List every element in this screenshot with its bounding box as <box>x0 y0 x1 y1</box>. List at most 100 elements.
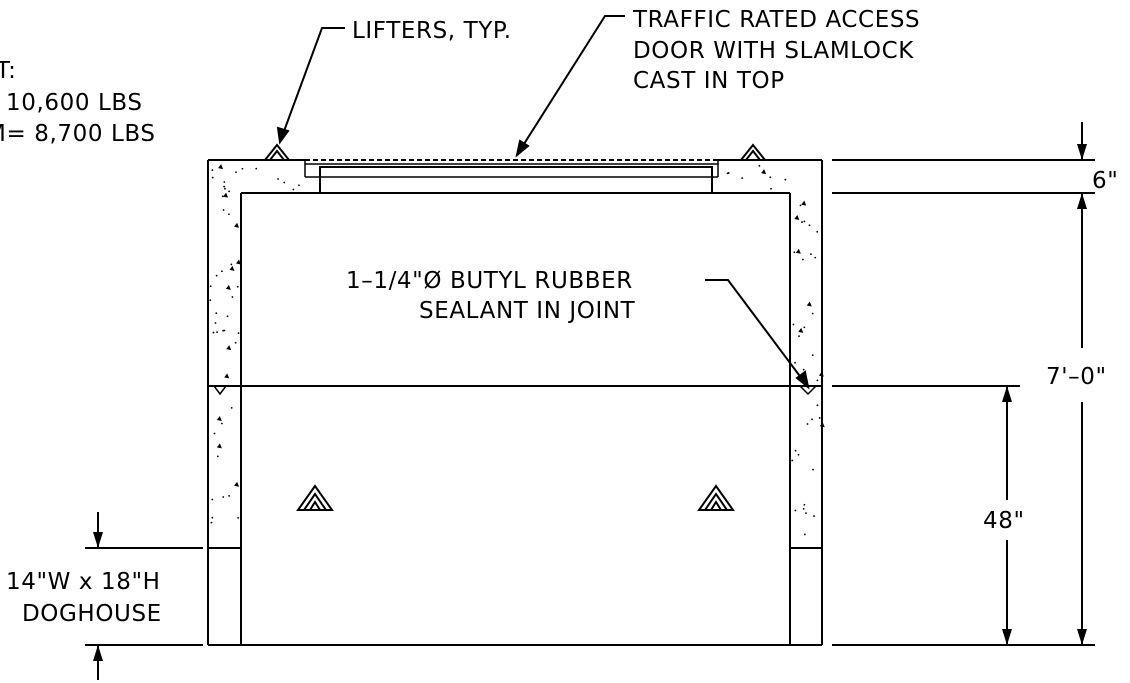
stipple-dot <box>791 459 794 462</box>
aggregate-mark <box>224 373 230 379</box>
stipple-dot <box>812 468 814 471</box>
weight-bottom: M= 8,700 LBS <box>0 121 156 147</box>
doghouse-arrows <box>93 532 103 661</box>
stipple-dot <box>209 285 212 288</box>
stipple-dot <box>223 185 226 188</box>
stipple-dot <box>818 417 821 419</box>
lifters-leader <box>276 27 345 145</box>
stipple-dot <box>816 230 819 233</box>
dimension-overall-height: 7'–0" <box>1046 364 1107 390</box>
aggregate-mark <box>798 327 804 333</box>
stipple-dot <box>811 312 814 315</box>
stipple-dot <box>216 455 219 458</box>
aggregate-mark <box>794 215 800 221</box>
stipple-dot <box>801 258 804 261</box>
aggregate-mark <box>235 259 241 265</box>
aggregate-mark <box>226 345 232 351</box>
aggregate-mark <box>806 301 812 307</box>
aggregate-mark <box>225 284 231 290</box>
stipple-dot <box>234 341 237 344</box>
stipple-dot <box>813 515 815 517</box>
stipple-dot <box>222 209 225 211</box>
lifters-label: LIFTERS, TYP. <box>352 18 512 44</box>
stipple-dot <box>236 285 239 288</box>
stipple-dot <box>810 253 812 256</box>
dimension-bottom-height: 48" <box>983 508 1025 534</box>
doghouse-label-line2: DOGHOUSE <box>22 601 162 627</box>
weight-title-partial: T: <box>0 58 16 84</box>
dimension-top-thickness: 6" <box>1092 168 1118 194</box>
doghouse-label-line1: 14"W x 18"H <box>6 569 161 595</box>
stipple-dot <box>213 432 216 435</box>
doghouse-dimension <box>85 512 203 680</box>
stipple-dot <box>215 274 218 277</box>
wall-lifter-icon <box>697 484 735 511</box>
stipple-dot <box>226 315 229 318</box>
aggregate-mark <box>216 443 222 449</box>
sealant-mark <box>213 385 817 396</box>
stipple-dot <box>237 332 240 335</box>
stipple-dot <box>212 331 215 334</box>
lifter-icon <box>740 143 766 161</box>
stipple-dot <box>806 423 809 425</box>
vault-body <box>207 159 823 646</box>
stipple-dot <box>210 521 213 524</box>
stipple-dot <box>209 299 212 302</box>
stipple-dot <box>802 507 805 510</box>
aggregate-mark <box>218 164 224 170</box>
stipple-dot <box>799 204 802 207</box>
aggregate-mark <box>223 192 229 198</box>
stipple-dot <box>758 164 761 167</box>
stipple-dot <box>811 354 814 357</box>
stipple-dot <box>221 195 224 198</box>
lifter-icon <box>264 143 290 161</box>
stipple-dot <box>803 326 806 329</box>
stipple-dot <box>298 184 300 187</box>
door-label-line3: CAST IN TOP <box>633 68 785 94</box>
stipple-dot <box>222 496 225 498</box>
stipple-dot <box>235 171 237 174</box>
stipple-dot <box>230 263 233 266</box>
dimension-arrows <box>1002 144 1087 645</box>
door-label-line2: DOOR WITH SLAMLOCK <box>633 38 914 64</box>
aggregate-mark <box>801 200 807 206</box>
aggregate-mark <box>234 481 240 487</box>
stipple-dot <box>228 495 231 497</box>
stipple-dot <box>794 361 796 364</box>
aggregate-mark <box>818 371 824 377</box>
aggregate-mark <box>795 248 801 254</box>
stipple-dot <box>792 323 795 326</box>
aggregate-mark <box>761 169 767 175</box>
stipple-dot <box>784 178 787 181</box>
stipple-dot <box>808 224 811 227</box>
sealant-label-line1: 1–1/4"Ø BUTYL RUBBER <box>346 268 633 294</box>
stipple-dot <box>816 404 819 407</box>
stipple-dot <box>769 176 772 179</box>
stipple-dot <box>255 167 258 170</box>
stipple-dot <box>211 516 214 519</box>
aggregate-mark <box>234 222 240 228</box>
stipple-dot <box>241 167 244 170</box>
sealant-leader <box>705 279 810 390</box>
stipple-dot <box>211 498 214 501</box>
aggregate-mark <box>819 422 825 428</box>
weight-total: 10,600 LBS <box>6 90 143 116</box>
stipple-dot <box>794 509 797 512</box>
aggregate-mark <box>216 416 222 422</box>
door-label-line1: TRAFFIC RATED ACCESS <box>632 7 920 33</box>
stipple-dot <box>216 331 218 334</box>
stipple-dot <box>794 449 797 452</box>
stipple-dot <box>228 213 230 216</box>
stipple-dot <box>814 256 817 259</box>
sealant-label-line2: SEALANT IN JOINT <box>419 298 636 324</box>
aggregate-mark <box>229 265 235 271</box>
stipple-dot <box>231 296 234 298</box>
stipple-dot <box>802 368 805 371</box>
stipple-dot <box>228 190 230 193</box>
door-leader <box>515 15 625 158</box>
stipple-dot <box>224 187 226 190</box>
stipple-dot <box>292 188 295 191</box>
stipple-dot <box>222 329 224 332</box>
concrete-stipple <box>209 164 825 536</box>
